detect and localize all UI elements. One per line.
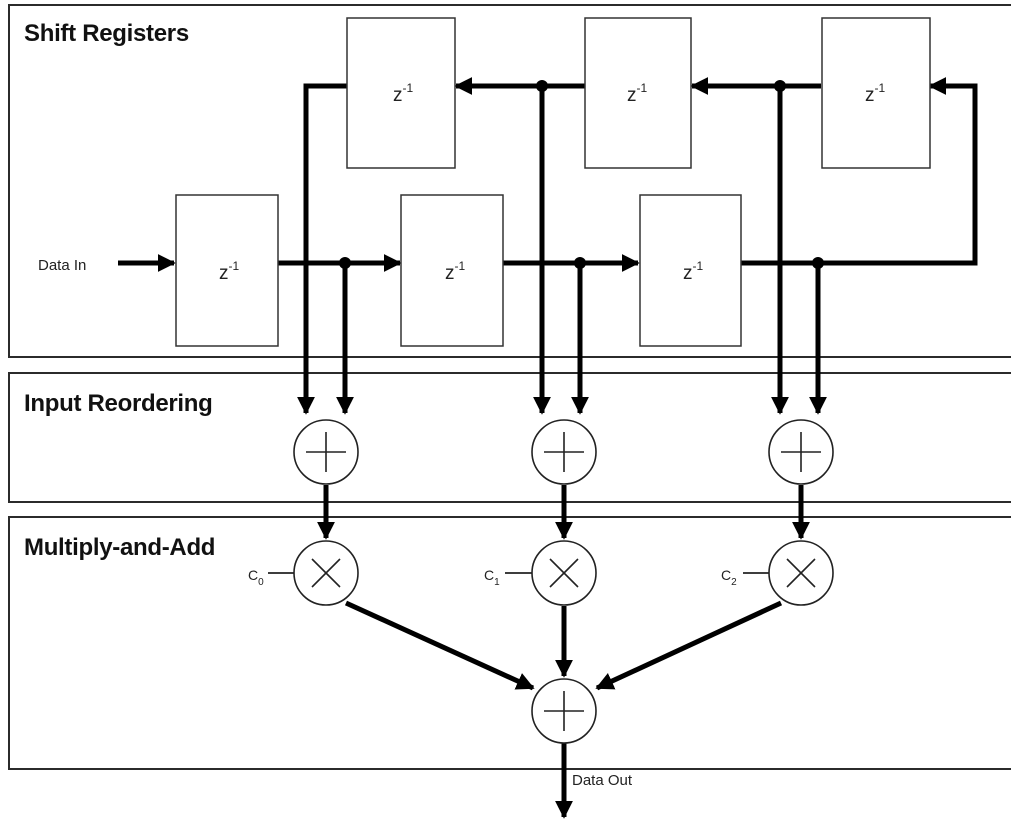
delay-top-2: z-1: [584, 17, 692, 169]
coefficient-c0: C0: [248, 567, 264, 588]
input-reordering-section: Input Reordering: [8, 372, 1011, 503]
svg-text:z-1: z-1: [219, 259, 239, 284]
multiplier-3: [768, 540, 834, 606]
delay-exponent: -1: [229, 259, 240, 273]
multiply-add-section: Multiply-and-Add: [8, 516, 1011, 770]
wire-loop-back: [741, 77, 978, 266]
multiplier-1: [293, 540, 359, 606]
delay-exponent: -1: [875, 81, 886, 95]
delay-label: z: [865, 85, 875, 106]
delay-top-3: z-1: [821, 17, 931, 169]
delay-bottom-2: z-1: [400, 194, 504, 347]
wire-mul3-sum: [595, 600, 783, 691]
junction-dot: [812, 257, 824, 269]
multiplier-2: [531, 540, 597, 606]
pre-adder-2: [531, 419, 597, 485]
wire-mul1-sum: [344, 600, 535, 691]
svg-text:z-1: z-1: [627, 81, 647, 106]
delay-exponent: -1: [403, 81, 414, 95]
delay-label: z: [445, 263, 455, 284]
svg-text:z-1: z-1: [865, 81, 885, 106]
junction-dot: [774, 80, 786, 92]
delay-bottom-3: z-1: [639, 194, 742, 347]
pre-adder-3: [768, 419, 834, 485]
delay-top-1: z-1: [346, 17, 456, 169]
data-out-label: Data Out: [572, 772, 633, 789]
delay-label: z: [219, 263, 229, 284]
delay-exponent: -1: [637, 81, 648, 95]
delay-bottom-1: z-1: [175, 194, 279, 347]
delay-exponent: -1: [455, 259, 466, 273]
multiply-add-title: Multiply-and-Add: [24, 534, 216, 561]
junction-dot: [574, 257, 586, 269]
delay-label: z: [683, 263, 693, 284]
output-adder: [531, 678, 597, 744]
shift-registers-title: Shift Registers: [24, 20, 189, 47]
input-reordering-title: Input Reordering: [24, 390, 213, 417]
junction-dot: [536, 80, 548, 92]
coefficient-c2: C2: [721, 567, 737, 588]
pre-adder-1: [293, 419, 359, 485]
delay-label: z: [393, 85, 403, 106]
svg-text:z-1: z-1: [683, 259, 703, 284]
svg-text:z-1: z-1: [393, 81, 413, 106]
wire-top1-out: [297, 83, 347, 415]
data-in-label: Data In: [38, 257, 86, 274]
svg-text:z-1: z-1: [445, 259, 465, 284]
delay-exponent: -1: [693, 259, 704, 273]
coefficient-c1: C1: [484, 567, 500, 588]
delay-label: z: [627, 85, 637, 106]
junction-dot: [339, 257, 351, 269]
